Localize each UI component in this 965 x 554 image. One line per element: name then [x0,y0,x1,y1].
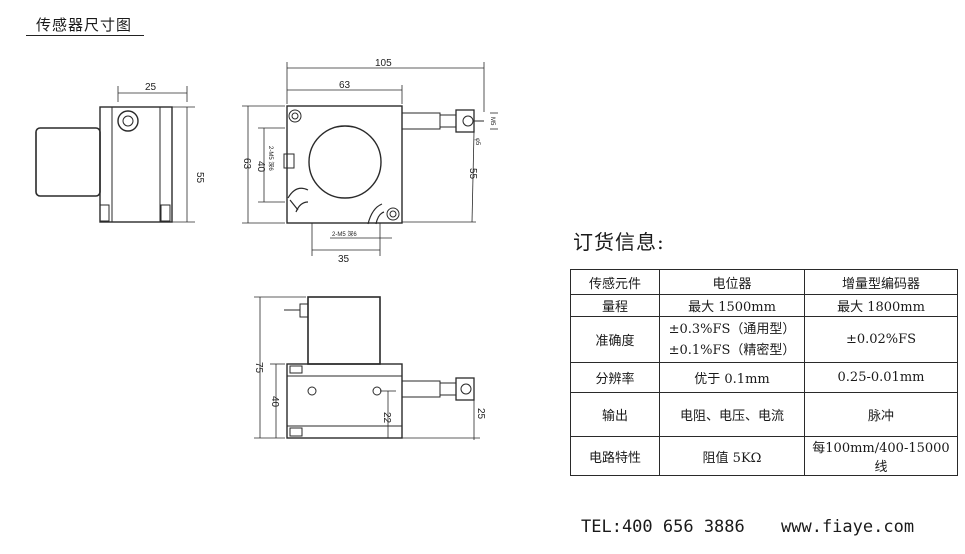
dim-front-m5: M5 [489,117,495,126]
order-info-title: 订货信息: [573,230,665,254]
header-sensing-element: 传感元件 [570,269,660,295]
dim-front-thread-note-left: 2-M5 深6 [267,146,275,171]
footer-website[interactable]: www.fiaye.com [781,517,915,537]
bottom-view-drum-housing [307,296,381,365]
cell-pot-resolution: 优于 0.1mm [659,362,805,393]
side-view-body [99,106,173,223]
cell-enc-range: 最大 1800mm [804,294,958,317]
side-view-cable-drum [35,127,101,197]
side-view: 25 55 [35,82,205,223]
dim-front-35: 35 [338,254,350,265]
dim-front-63-left: 63 [241,158,252,170]
front-view-cable-outlet [401,112,441,130]
front-view-eyelet [462,115,474,127]
dim-front-40-left: 40 [255,161,266,173]
cell-pot-output: 电阻、电压、电流 [659,392,805,437]
dim-side-55: 55 [194,172,205,184]
dim-front-105: 105 [375,58,392,69]
table-row: 分辨率 优于 0.1mm 0.25-0.01mm [570,362,958,393]
dim-bottom-75: 75 [253,362,264,374]
table-header-row: 传感元件 电位器 增量型编码器 [570,269,958,295]
row-label-accuracy: 准确度 [570,316,660,363]
cell-enc-accuracy: ±0.02%FS [804,316,958,363]
cell-pot-accuracy-general: ±0.3%FS（通用型） [668,321,796,337]
table-row: 电路特性 阻值 5KΩ 每100mm/400-15000线 [570,436,958,476]
bottom-view-eyelet [460,383,472,395]
footer-phone: TEL:400 656 3886 [581,517,745,537]
cell-pot-accuracy-precision: ±0.1%FS（精密型） [668,342,796,358]
header-potentiometer: 电位器 [659,269,805,295]
dim-front-63-top: 63 [339,80,351,91]
dim-side-25: 25 [145,82,157,93]
cell-pot-accuracy: ±0.3%FS（通用型） ±0.1%FS（精密型） [659,316,805,363]
row-label-resolution: 分辨率 [570,362,660,393]
cell-pot-range: 最大 1500mm [659,294,805,317]
title-underline [26,35,144,36]
front-view-drum-opening [308,125,382,199]
table-row: 量程 最大 1500mm 最大 1800mm [570,294,958,317]
dim-bottom-22: 22 [381,412,392,424]
cell-enc-resolution: 0.25-0.01mm [804,362,958,393]
table-row: 准确度 ±0.3%FS（通用型） ±0.1%FS（精密型） ±0.02%FS [570,316,958,363]
dim-bottom-25: 25 [475,408,486,420]
bottom-view-body [286,363,403,439]
bottom-view-cable-outlet [401,380,441,398]
dim-bottom-40: 40 [269,396,280,408]
front-view-body [286,105,403,224]
dim-front-55-right: 55 [467,168,478,180]
dim-front-phi5: φ5 [474,138,480,146]
cell-pot-circuit: 阻值 5KΩ [659,436,805,476]
row-label-output: 输出 [570,392,660,437]
row-label-range: 量程 [570,294,660,317]
table-row: 输出 电阻、电压、电流 脉冲 [570,392,958,437]
row-label-circuit: 电路特性 [570,436,660,476]
header-encoder: 增量型编码器 [804,269,958,295]
side-view-pulley [117,110,139,132]
cell-enc-circuit: 每100mm/400-15000线 [804,436,958,476]
cell-enc-output: 脉冲 [804,392,958,437]
bottom-view: 75 40 22 25 [253,296,486,440]
section-title: 传感器尺寸图 [36,16,133,34]
spec-table: 传感元件 电位器 增量型编码器 量程 最大 1500mm 最大 1800mm 准… [570,269,958,476]
dim-front-thread-note-bottom: 2-M5 深6 [332,230,357,238]
front-view: 105 63 63 40 2-M5 深6 2-M5 深6 35 55 M5 φ5 [241,58,498,265]
